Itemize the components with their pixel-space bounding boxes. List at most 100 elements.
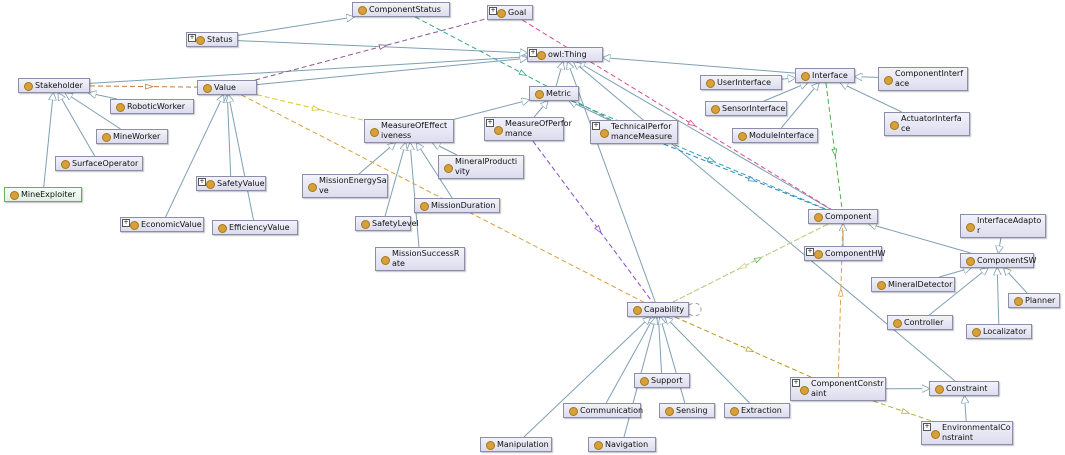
- class-node-mineral-productivity[interactable]: MineralProducti vity: [438, 155, 524, 179]
- node-label: Sensing: [676, 405, 708, 415]
- class-node-measure-of-effectiveness[interactable]: MeasureOfEffect iveness: [364, 119, 454, 143]
- class-node-mission-success-rate[interactable]: MissionSuccessR ate: [375, 247, 465, 271]
- class-node-efficiency-value[interactable]: EfficiencyValue: [212, 220, 298, 235]
- class-node-goal[interactable]: +Goal: [487, 5, 533, 20]
- class-node-technical-performance-measure[interactable]: +TechnicalPerfor manceMeasure: [590, 120, 678, 144]
- node-label: Metric: [546, 88, 571, 98]
- edge-subclass: [605, 317, 654, 404]
- class-node-metric[interactable]: Metric: [529, 86, 579, 101]
- class-node-mineral-detector[interactable]: MineralDetector: [871, 277, 955, 292]
- class-circle-icon: [361, 220, 370, 229]
- class-circle-icon: [381, 255, 390, 265]
- edge-subclass: [997, 268, 999, 325]
- class-circle-icon: [600, 128, 609, 138]
- edge-subclass: [523, 317, 650, 438]
- class-node-surface-operator[interactable]: SurfaceOperator: [55, 156, 143, 171]
- class-node-safety-level[interactable]: SafetyLevel: [355, 216, 419, 231]
- edge-direction-icon: [738, 262, 748, 270]
- class-circle-icon: [665, 407, 674, 416]
- class-node-robotic-worker[interactable]: RoboticWorker: [110, 99, 194, 114]
- class-node-manipulation[interactable]: Manipulation: [480, 437, 552, 452]
- class-node-component-interface[interactable]: ComponentInterf ace: [878, 67, 968, 91]
- node-label: Controller: [904, 317, 944, 327]
- class-node-environmental-constraint[interactable]: +EnvironmentalCo nstraint: [921, 421, 1013, 445]
- edge-object-property: [89, 85, 198, 88]
- class-circle-icon: [203, 84, 212, 93]
- edge-subclass: [939, 268, 971, 278]
- class-node-mine-worker[interactable]: MineWorker: [96, 129, 168, 144]
- expand-toggle-icon[interactable]: +: [188, 34, 196, 42]
- class-node-mission-duration[interactable]: MissionDuration: [414, 198, 500, 213]
- class-node-support[interactable]: Support: [634, 373, 690, 388]
- class-node-navigation[interactable]: Navigation: [588, 437, 656, 452]
- expand-toggle-icon[interactable]: +: [489, 7, 497, 15]
- expand-toggle-icon[interactable]: +: [198, 178, 206, 186]
- node-label: EconomicValue: [141, 219, 202, 229]
- class-node-user-interface[interactable]: UserInterface: [700, 75, 782, 90]
- edge-subclass: [658, 317, 661, 374]
- class-node-component-constraint[interactable]: + ComponentConstr aint: [790, 377, 886, 401]
- node-label: Status: [207, 34, 233, 44]
- class-node-communication[interactable]: Communication: [563, 403, 643, 418]
- expand-toggle-icon[interactable]: +: [592, 122, 600, 130]
- class-node-status[interactable]: + Status: [186, 32, 238, 47]
- expand-toggle-icon[interactable]: +: [923, 423, 931, 431]
- class-node-component-sw[interactable]: ComponentSW: [960, 253, 1036, 268]
- node-label: Capability: [644, 304, 685, 314]
- node-label: InterfaceAdapto r: [977, 216, 1042, 235]
- expand-toggle-icon[interactable]: +: [529, 49, 537, 57]
- edge-subclass: [43, 93, 53, 188]
- class-node-mission-energy-save[interactable]: MissionEnergySa ve: [302, 174, 388, 198]
- class-node-sensing[interactable]: Sensing: [659, 403, 715, 418]
- node-label: Extraction: [741, 405, 782, 415]
- class-node-localizator[interactable]: Localizator: [966, 324, 1032, 339]
- class-circle-icon: [931, 429, 940, 439]
- class-node-mine-exploiter[interactable]: MineExploiter: [4, 187, 82, 202]
- class-circle-icon: [640, 377, 649, 386]
- class-node-interface-adaptor[interactable]: InterfaceAdapto r: [960, 214, 1046, 238]
- expand-toggle-icon[interactable]: +: [486, 119, 494, 127]
- class-node-sensor-interface[interactable]: SensorInterface: [705, 101, 787, 116]
- class-node-capability[interactable]: Capability: [627, 302, 689, 317]
- class-node-stakeholder[interactable]: Stakeholder: [18, 78, 90, 93]
- node-label: ComponentConstr aint: [811, 379, 884, 398]
- class-node-economic-value[interactable]: + EconomicValue: [120, 217, 204, 232]
- edge-direction-icon: [145, 83, 155, 90]
- class-node-planner[interactable]: Planner: [1008, 293, 1060, 308]
- class-node-value[interactable]: Value: [197, 80, 257, 95]
- class-node-actuator-interface[interactable]: ActuatorInterfa ce: [884, 112, 970, 136]
- edge-object-property: [825, 82, 843, 210]
- class-circle-icon: [706, 79, 715, 88]
- class-node-controller[interactable]: Controller: [887, 315, 953, 330]
- node-label: Value: [214, 82, 236, 92]
- expand-toggle-icon[interactable]: +: [792, 379, 800, 387]
- node-label: Interface: [812, 70, 848, 80]
- edge-direction-icon: [837, 287, 844, 297]
- class-circle-icon: [494, 125, 503, 135]
- class-node-constraint[interactable]: Constraint: [929, 381, 999, 396]
- edge-subclass: [229, 95, 254, 221]
- class-circle-icon: [24, 82, 33, 91]
- node-label: ModuleInterface: [749, 130, 814, 140]
- edge-object-property: [415, 16, 612, 121]
- class-node-component-hw[interactable]: +ComponentHW: [804, 246, 885, 261]
- node-label: MineWorker: [113, 131, 161, 141]
- node-label: SensorInterface: [722, 103, 786, 113]
- edge-subclass: [58, 93, 96, 157]
- edge-subclass: [384, 143, 406, 217]
- expand-toggle-icon[interactable]: +: [806, 248, 814, 256]
- class-circle-icon: [130, 221, 139, 230]
- node-label: ActuatorInterfa ce: [901, 114, 962, 133]
- class-node-measure-of-performance[interactable]: +MeasureOfPerfor mance: [484, 117, 572, 141]
- class-node-interface[interactable]: Interface: [795, 68, 855, 83]
- class-node-component-status[interactable]: ComponentStatus: [352, 2, 450, 17]
- class-node-module-interface[interactable]: ModuleInterface: [732, 128, 818, 143]
- class-node-component[interactable]: Component: [808, 209, 878, 224]
- edge-direction-icon: [311, 105, 321, 111]
- class-node-owl-thing[interactable]: +owl:Thing: [527, 47, 603, 62]
- class-node-safety-value[interactable]: +SafetyValue: [196, 176, 266, 191]
- class-node-extraction[interactable]: Extraction: [724, 403, 790, 418]
- expand-toggle-icon[interactable]: +: [122, 219, 130, 227]
